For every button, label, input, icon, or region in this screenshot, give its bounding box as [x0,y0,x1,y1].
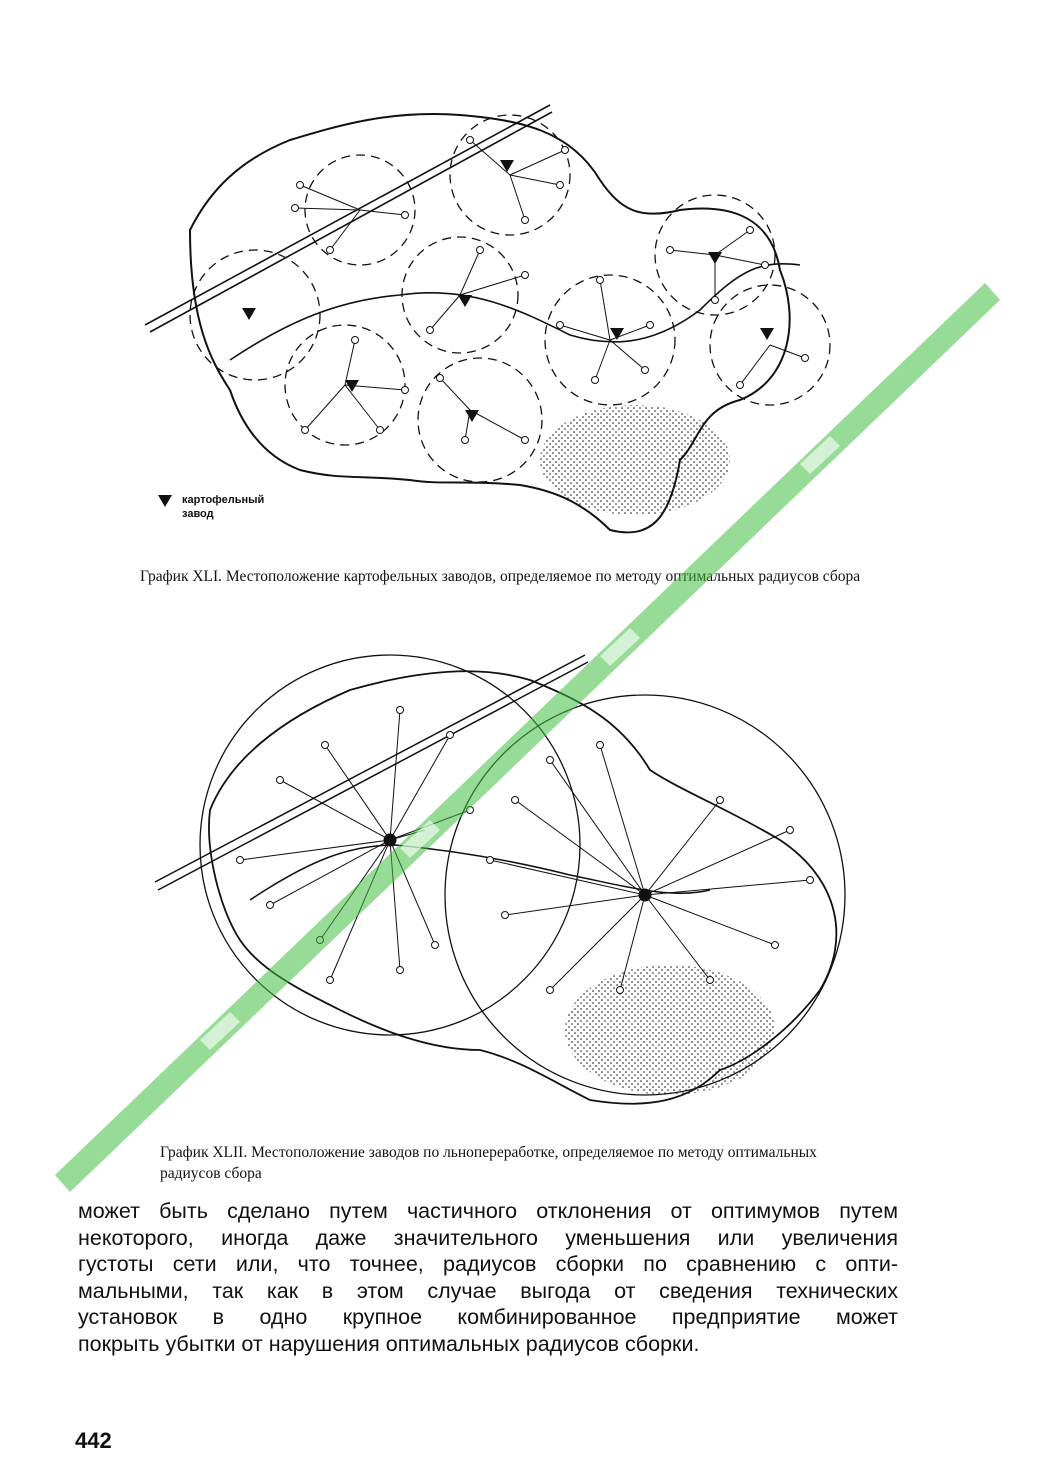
body-line: покрыть убытки от нарушения оптимальных … [78,1331,700,1356]
body-line: мальными, так как в этом случае выгода о… [78,1278,898,1303]
body-line: густоты сети или, что точнее, радиусов с… [78,1252,898,1276]
body-paragraph: может быть сделано путем частичного откл… [78,1198,898,1357]
body-line: может быть сделано путем частичного откл… [78,1199,898,1223]
dotted-zone [540,405,730,515]
figure-xlii-caption: График XLII. Местоположение заводов по л… [160,1144,817,1182]
figure-xli-caption: График XLI. Местоположение картофельных … [140,568,861,585]
page-number: 442 [75,1428,112,1453]
dotted-zone [565,965,775,1095]
triangle-down-icon [158,495,172,507]
figure-xlii-map [154,654,846,1105]
road [154,654,586,883]
body-line: установок в одно крупное комбинированное… [78,1305,898,1329]
road [144,104,551,326]
legend-label: картофельный завод [182,494,265,520]
body-line: некоторого, иногда даже значительного ум… [78,1225,898,1250]
figure-xli-map [144,104,831,534]
